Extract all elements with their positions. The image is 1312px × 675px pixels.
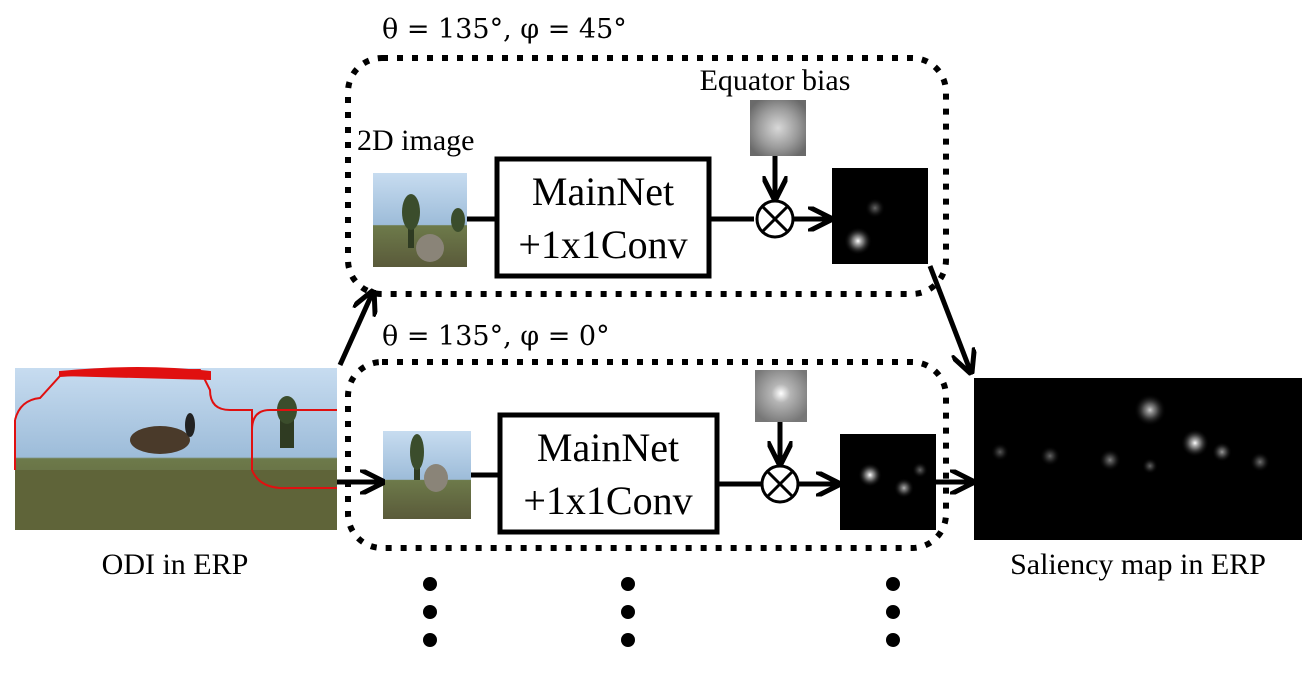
input-image-label: 2D image (357, 124, 474, 157)
branch-1-multiply-operator (755, 199, 795, 239)
branch-1-angle-label: θ = 135°, φ = 45° (382, 14, 627, 45)
saliency-label: Saliency map in ERP (1010, 548, 1266, 581)
branch-1-equator-bias-image (750, 100, 806, 156)
branch-1-dashed-box (345, 55, 949, 297)
branch-1-to-saliency-arrow (927, 265, 970, 370)
branch-2-multiply-operator (760, 464, 800, 504)
odi-erp-image (14, 367, 337, 530)
branch-2-dashed-box (345, 359, 949, 551)
branch-1-input-image (373, 173, 467, 267)
saliency-map-erp (974, 378, 1302, 540)
branch-1-mainnet-line2: +1x1Conv (518, 222, 687, 267)
branch-2-saliency-output (840, 434, 936, 530)
branch-2-input-image (383, 431, 471, 519)
odi-label: ODI in ERP (102, 548, 249, 581)
branch-1-saliency-output (832, 168, 928, 264)
ellipsis-dots-middle (621, 577, 635, 647)
ellipsis-dots-left (423, 577, 437, 647)
branch-1-mainnet-line1: MainNet (532, 169, 674, 214)
odi-to-branch-1-arrow (337, 294, 372, 367)
branch-2-mainnet-line2: +1x1Conv (523, 478, 692, 523)
branch-2-mainnet-line1: MainNet (537, 425, 679, 470)
branch-2-mainnet-box (497, 412, 720, 535)
ellipsis-dots-right (886, 577, 900, 647)
equator-bias-label: Equator bias (700, 64, 851, 97)
branch-2-equator-bias-image (755, 370, 807, 422)
branch-2-angle-label: θ = 135°, φ = 0° (382, 321, 610, 352)
